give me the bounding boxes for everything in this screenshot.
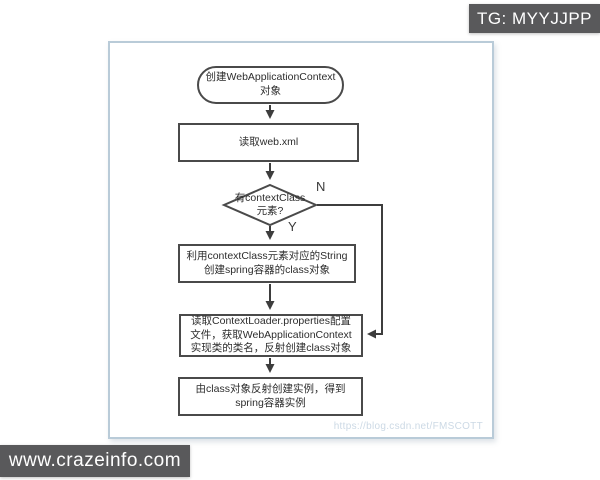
flow-node-read-contextloader: 读取ContextLoader.properties配置 文件，获取WebApp… <box>179 314 363 357</box>
edge-no-to-readcontextloader <box>317 204 383 339</box>
flow-node-create-instance: 由class对象反射创建实例，得到 spring容器实例 <box>178 377 363 416</box>
site-watermark-badge: www.crazeinfo.com <box>0 445 190 477</box>
csdn-watermark-text: https://blog.csdn.net/FMSCOTT <box>333 421 483 432</box>
branch-label-yes: Y <box>288 219 297 234</box>
decision-diamond-shape <box>221 183 319 227</box>
flow-connectors <box>221 105 383 373</box>
tg-watermark-badge: TG: MYYJJPP <box>469 4 600 33</box>
flow-node-start: 创建WebApplicationContext 对象 <box>197 66 344 104</box>
flow-node-has-contextclass: 有contextClass 元素? <box>234 191 306 217</box>
flow-node-read-web-xml: 读取web.xml <box>178 123 359 162</box>
flow-node-use-contextclass: 利用contextClass元素对应的String 创建spring容器的cla… <box>178 244 356 283</box>
diagram-panel: 创建WebApplicationContext 对象 读取web.xml 有co… <box>108 41 494 439</box>
branch-label-no: N <box>316 179 326 194</box>
